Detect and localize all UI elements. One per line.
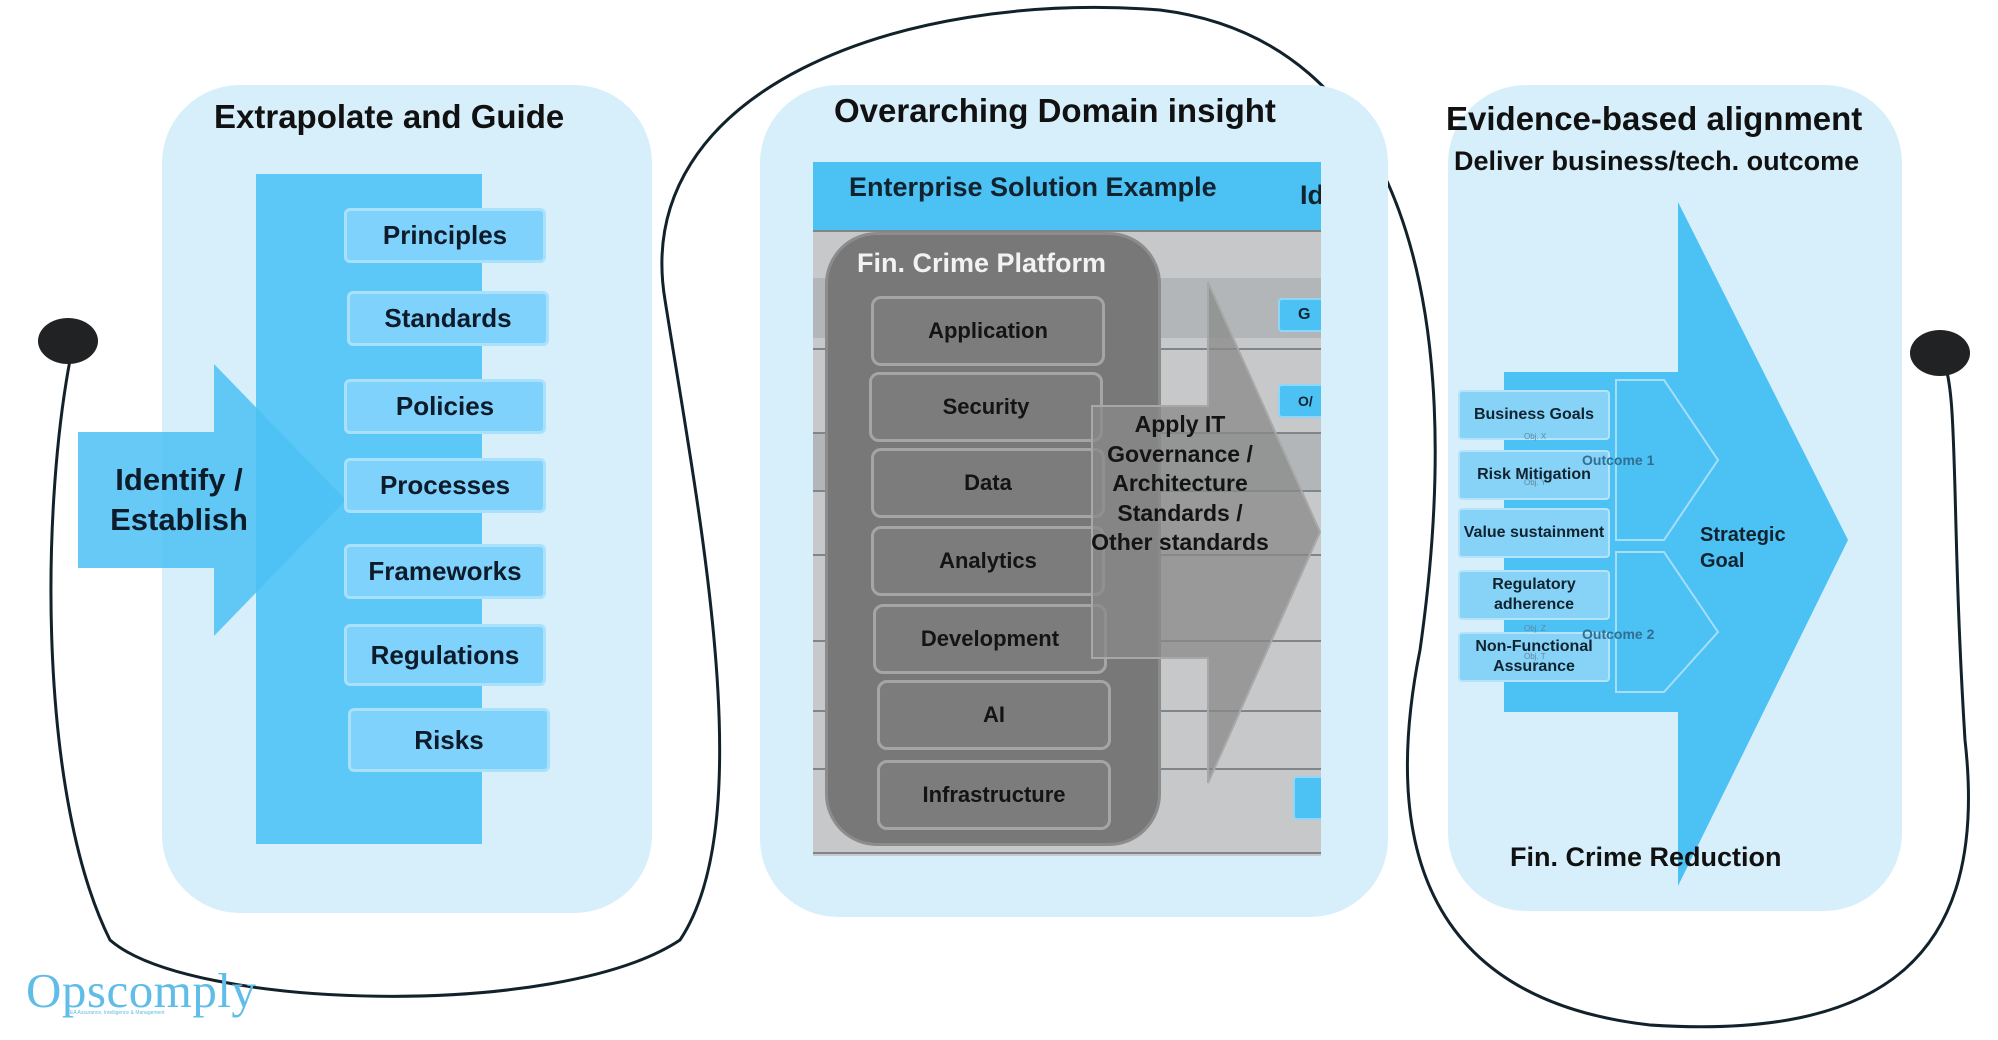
input-non-functional-assurance: Non-Functional Assurance [1458,632,1610,682]
connector-start-dot [38,318,98,364]
enterprise-solution-header [813,162,1321,230]
fin-crime-reduction-label: Fin. Crime Reduction [1510,842,1782,872]
opscomply-tagline: EA Assurance, Intelligence & Management [70,1010,165,1016]
header-cut-label: Id [1300,180,1321,210]
platform-title: Fin. Crime Platform [857,248,1107,278]
governance-arrow [1091,281,1322,784]
input-regulatory-adherence: Regulatory adherence [1458,570,1610,620]
component-ai: AI [877,680,1111,750]
component-development: Development [873,604,1107,674]
panel-title-extrapolate: Extrapolate and Guide [214,98,565,135]
item-frameworks: Frameworks [344,544,546,599]
item-principles: Principles [344,208,546,263]
strategic-goal-arrow [1504,202,1848,886]
side-block-blue [1293,776,1321,820]
opscomply-logo: Opscomply [26,963,257,1018]
objective-x: Obj. X [1524,432,1547,441]
connector-end-dot [1910,330,1970,376]
side-label-g: G [1278,298,1321,332]
component-analytics: Analytics [871,526,1105,596]
panel-title-domain: Overarching Domain insight [834,92,1276,129]
component-data: Data [871,448,1105,518]
identify-arrow [78,364,346,636]
panel-title-evidence: Evidence-based alignment [1446,100,1863,137]
outcome-1-label: Outcome 1 [1582,452,1655,468]
component-security: Security [869,372,1103,442]
item-risks: Risks [348,708,550,772]
component-infrastructure: Infrastructure [877,760,1111,830]
item-standards: Standards [347,291,549,346]
item-processes: Processes [344,458,546,513]
strategic-goal-label: Strategic Goal [1700,524,1786,572]
objective-t: Obj. T [1524,652,1546,661]
component-application: Application [871,296,1105,366]
input-business-goals: Business Goals [1458,390,1610,440]
panel-subtitle-outcome: Deliver business/tech. outcome [1454,146,1860,176]
outcome-2-label: Outcome 2 [1582,626,1655,642]
input-value-sustainment: Value sustainment [1458,508,1610,558]
objective-y: Obj. Y [1524,478,1547,487]
outcome-chevrons [1615,379,1720,693]
objective-z: Obj. Z [1524,624,1546,633]
governance-arrow-label: Apply IT Governance / Architecture Stand… [1091,411,1269,555]
item-policies: Policies [344,379,546,434]
item-regulations: Regulations [344,624,546,686]
side-label-oa: O/ [1278,384,1321,418]
input-risk-mitigation: Risk Mitigation [1458,450,1610,500]
enterprise-solution-title: Enterprise Solution Example [849,172,1217,202]
identify-establish-label: Identify / Establish [110,462,248,537]
